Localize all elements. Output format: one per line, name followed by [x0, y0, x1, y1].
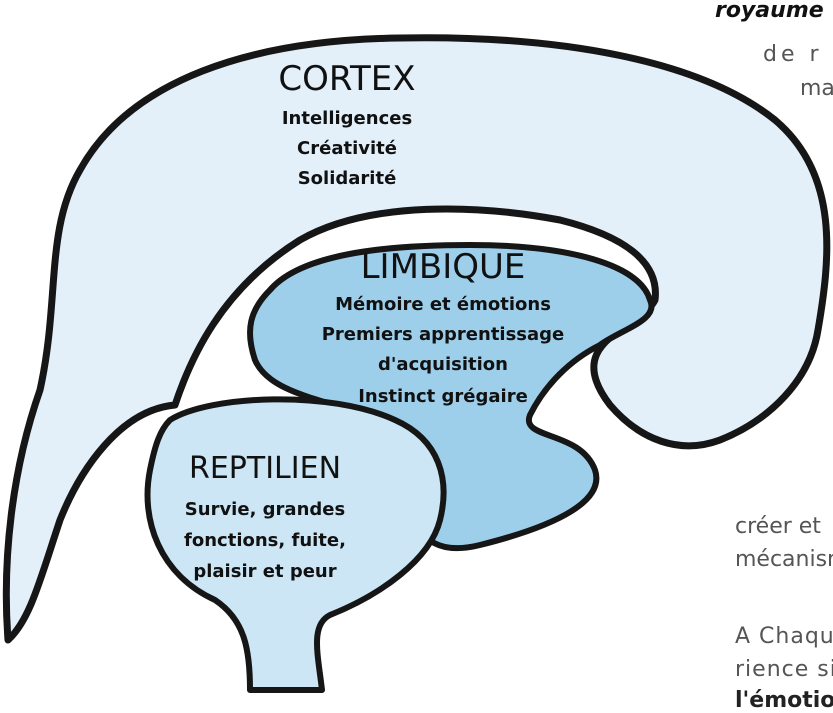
reptilien-line-3: plaisir et peur — [193, 561, 336, 582]
cortex-line-3: Solidarité — [298, 168, 397, 189]
side-text-line-2: de r — [763, 42, 823, 67]
reptilien-line-2: fonctions, fuite, — [184, 530, 346, 551]
cortex-line-2: Créativité — [297, 138, 397, 159]
reptilien-title: REPTILIEN — [189, 451, 341, 486]
side-text-line-4: créer et — [735, 514, 821, 539]
side-text-line-5: mécanism — [735, 547, 833, 572]
brain-diagram: CORTEX Intelligences Créativité Solidari… — [0, 0, 833, 697]
limbique-title: LIMBIQUE — [361, 247, 526, 287]
side-text-line-6: A Chaqu — [735, 624, 833, 649]
side-text-line-3: ma — [800, 76, 833, 101]
cortex-line-1: Intelligences — [282, 108, 412, 129]
limbique-line-1: Mémoire et émotions — [335, 294, 551, 315]
limbique-line-3: d'acquisition — [378, 354, 508, 375]
reptilien-line-1: Survie, grandes — [185, 499, 345, 520]
cortex-title: CORTEX — [278, 59, 415, 99]
side-text-royaume: royaume — [715, 0, 824, 23]
side-text-line-7: rience si — [735, 657, 833, 682]
limbique-line-2: Premiers apprentissage — [322, 324, 565, 345]
limbique-line-4: Instinct grégaire — [358, 386, 528, 407]
side-text-line-8: l'émotion — [735, 688, 833, 713]
